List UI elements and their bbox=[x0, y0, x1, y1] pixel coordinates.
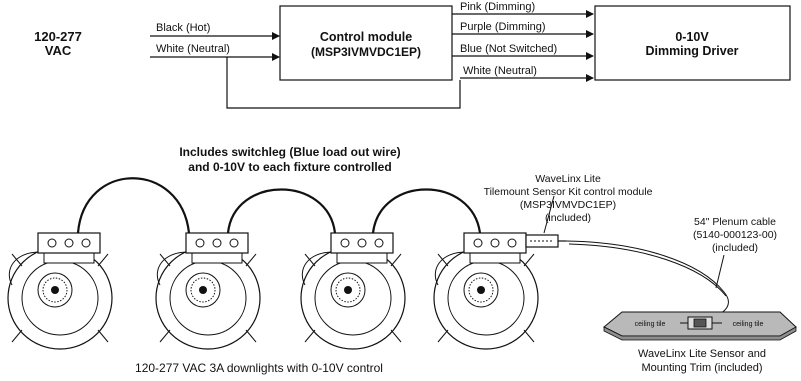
neutral-return-wire bbox=[226, 57, 461, 109]
driver-lead-wire bbox=[301, 251, 334, 286]
plenum-cable-label-line3: (included) bbox=[712, 242, 758, 254]
interconnect-cable-1-2 bbox=[76, 177, 191, 234]
mounting-clip bbox=[245, 329, 257, 343]
heat-sink-hub bbox=[199, 286, 207, 294]
mounting-clip bbox=[159, 329, 171, 343]
terminal-screw bbox=[212, 238, 222, 248]
dimming-driver-title-line2: Dimming Driver bbox=[645, 44, 738, 58]
terminal-screw bbox=[47, 238, 57, 248]
heat-sink-hub bbox=[344, 286, 352, 294]
white-neutral-output-wire-label: White (Neutral) bbox=[463, 65, 537, 77]
heat-sink-fins bbox=[468, 277, 494, 303]
kit-module-label-line3: (MSP3IVMVDC1EP) bbox=[520, 199, 616, 211]
driver-lead-wire bbox=[156, 251, 189, 286]
plenum-cable bbox=[565, 240, 729, 319]
dimming-driver-box bbox=[594, 5, 791, 81]
junction-box-base bbox=[43, 252, 95, 264]
switchleg-note-line1: Includes switchleg (Blue load out wire) bbox=[179, 145, 400, 159]
control-module-title: Control module bbox=[320, 30, 412, 44]
ceiling-tile-label-right: ceiling tile bbox=[733, 321, 764, 328]
plenum-cable-label-line1: 54" Plenum cable bbox=[694, 216, 776, 228]
heat-sink-fins bbox=[335, 277, 361, 303]
mounting-clip bbox=[97, 253, 109, 267]
terminal-screw bbox=[374, 238, 384, 248]
junction-box-base bbox=[469, 252, 521, 264]
heat-sink-fins bbox=[42, 277, 68, 303]
mounting-clip bbox=[437, 253, 449, 267]
terminal-screw bbox=[340, 238, 350, 248]
mounting-clip bbox=[390, 253, 402, 267]
mounting-clip bbox=[11, 329, 23, 343]
downlight-fixture-3 bbox=[300, 232, 406, 350]
heat-sink-fins bbox=[190, 277, 216, 303]
sensor-icon bbox=[693, 318, 707, 328]
interconnect-cable-3-4 bbox=[371, 188, 482, 234]
terminal-screw bbox=[229, 238, 239, 248]
sensor-caption-line1: WaveLinx Lite Sensor and bbox=[638, 348, 766, 360]
mounting-clip bbox=[523, 329, 535, 343]
downlight-fixture-2 bbox=[155, 232, 261, 350]
supply-voltage-label-line1: 120-277 bbox=[34, 29, 82, 44]
ceiling-tile-edge bbox=[603, 326, 797, 341]
ceiling-tile-sensor-assembly: ceiling tile ceiling tile bbox=[603, 311, 797, 341]
black-hot-wire-label: Black (Hot) bbox=[156, 22, 210, 34]
downlights-caption: 120-277 VAC 3A downlights with 0-10V con… bbox=[135, 361, 383, 375]
terminal-screw bbox=[357, 238, 367, 248]
mounting-clip bbox=[11, 253, 23, 267]
kit-module-leader-line bbox=[543, 195, 555, 234]
ceiling-tile-label-left: ceiling tile bbox=[635, 321, 666, 328]
downlight-fixture-1 bbox=[7, 232, 113, 350]
heat-sink-hub bbox=[477, 286, 485, 294]
terminal-screw bbox=[195, 238, 205, 248]
plenum-cable-leader-line bbox=[715, 254, 725, 289]
sensor-caption-line2: Mounting Trim (included) bbox=[641, 362, 762, 374]
mounting-clip bbox=[523, 253, 535, 267]
junction-box-base bbox=[191, 252, 243, 264]
driver-lead-wire bbox=[8, 251, 41, 286]
kit-module-label-line2: Tilemount Sensor Kit control module bbox=[484, 186, 653, 198]
terminal-screw bbox=[81, 238, 91, 248]
plenum-cable-sheath bbox=[568, 243, 727, 297]
mounting-clip bbox=[159, 253, 171, 267]
mounting-clip bbox=[97, 329, 109, 343]
terminal-screw bbox=[507, 238, 517, 248]
mounting-clip bbox=[304, 253, 316, 267]
junction-box-base bbox=[336, 252, 388, 264]
terminal-screw bbox=[490, 238, 500, 248]
mounting-clip bbox=[390, 329, 402, 343]
control-module-box bbox=[279, 5, 453, 81]
terminal-screw bbox=[473, 238, 483, 248]
kit-module-label-line4: (included) bbox=[545, 212, 591, 224]
dimming-driver-title-line1: 0-10V bbox=[675, 30, 709, 44]
kit-module-label-line1: WaveLinx Lite bbox=[535, 173, 601, 185]
interconnect-cable-2-3 bbox=[226, 188, 337, 234]
mounting-clip bbox=[437, 329, 449, 343]
plenum-cable-label-line2: (5140-000123-00) bbox=[693, 229, 777, 241]
blue-not-switched-wire-label: Blue (Not Switched) bbox=[460, 43, 557, 55]
pink-dimming-wire-label: Pink (Dimming) bbox=[460, 1, 535, 13]
white-neutral-input-wire-label: White (Neutral) bbox=[156, 43, 230, 55]
purple-dimming-wire-label: Purple (Dimming) bbox=[460, 21, 546, 33]
control-module-part-number: (MSP3IVMVDC1EP) bbox=[311, 45, 421, 59]
terminal-screw bbox=[64, 238, 74, 248]
mounting-clip bbox=[304, 329, 316, 343]
driver-lead-wire bbox=[434, 251, 467, 286]
mounting-clip bbox=[245, 253, 257, 267]
tilemount-control-module bbox=[525, 234, 566, 248]
supply-voltage-label-line2: VAC bbox=[45, 43, 72, 58]
heat-sink-hub bbox=[51, 286, 59, 294]
switchleg-note-line2: and 0-10V to each fixture controlled bbox=[188, 160, 391, 174]
downlight-fixture-4 bbox=[433, 232, 539, 350]
